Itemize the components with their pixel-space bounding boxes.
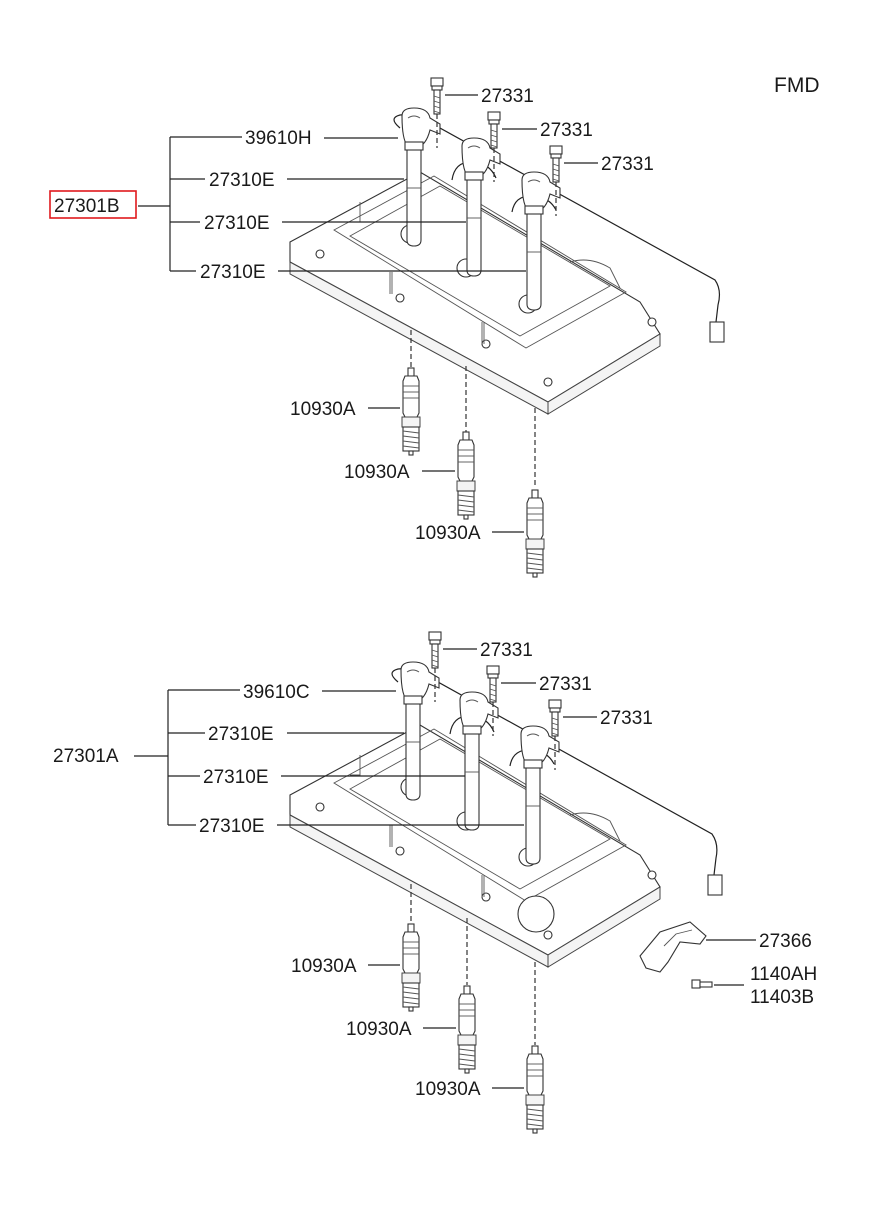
- lower-oil-cap: [517, 895, 555, 933]
- upper-plug-label-2[interactable]: 10930A: [344, 462, 410, 483]
- lower-bolt-label-3[interactable]: 27331: [600, 708, 653, 729]
- lower-coil-label-3[interactable]: 27310E: [199, 816, 265, 837]
- diagram-code: FMD: [774, 74, 820, 97]
- lower-spark-plug-1: [401, 923, 421, 1012]
- lower-harness-label[interactable]: 39610C: [243, 682, 310, 703]
- lower-bolt-2: [486, 665, 500, 703]
- lower-screw: [691, 979, 713, 989]
- lower-assembly: 27301A 39610C 27310E 27310E 27310E 27331…: [53, 631, 817, 1134]
- lower-coil-label-2[interactable]: 27310E: [203, 767, 269, 788]
- lower-bolt-3: [548, 699, 562, 737]
- lower-spark-plug-2: [457, 985, 477, 1074]
- lower-screw-label-1[interactable]: 1140AH: [750, 964, 817, 985]
- lower-bolt-label-1[interactable]: 27331: [480, 640, 533, 661]
- upper-bolt-3: [549, 145, 563, 183]
- lower-bracket: [639, 921, 707, 973]
- upper-harness-label[interactable]: 39610H: [245, 128, 312, 149]
- upper-spark-plug-1: [401, 367, 421, 456]
- upper-bolt-label-2[interactable]: 27331: [540, 120, 593, 141]
- upper-bolt-label-1[interactable]: 27331: [481, 86, 534, 107]
- upper-plug-label-3[interactable]: 10930A: [415, 523, 481, 544]
- upper-harness-connector: [709, 321, 725, 343]
- upper-bolt-2: [487, 111, 501, 149]
- upper-coil-label-1[interactable]: 27310E: [209, 170, 275, 191]
- upper-assembly-label[interactable]: 27301B: [54, 196, 120, 217]
- upper-spark-plug-2: [456, 431, 476, 520]
- upper-spark-plug-3: [525, 489, 545, 578]
- lower-bolt-label-2[interactable]: 27331: [539, 674, 592, 695]
- lower-bracket-label[interactable]: 27366: [759, 931, 812, 952]
- lower-harness-connector: [707, 874, 723, 896]
- lower-spark-plug-3: [525, 1045, 545, 1134]
- upper-coil-label-3[interactable]: 27310E: [200, 262, 266, 283]
- lower-bolt-1: [428, 631, 442, 669]
- lower-plug-label-3[interactable]: 10930A: [415, 1079, 481, 1100]
- upper-bolt-label-3[interactable]: 27331: [601, 154, 654, 175]
- upper-plug-label-1[interactable]: 10930A: [290, 399, 356, 420]
- lower-screw-label-2[interactable]: 11403B: [750, 987, 814, 1008]
- lower-plug-label-2[interactable]: 10930A: [346, 1019, 412, 1040]
- upper-assembly: 27301B 39610H 27310E 27310E 27310E 27331…: [49, 77, 725, 578]
- upper-bolt-1: [430, 77, 444, 115]
- lower-plug-label-1[interactable]: 10930A: [291, 956, 357, 977]
- lower-coil-label-1[interactable]: 27310E: [208, 724, 274, 745]
- upper-coil-label-2[interactable]: 27310E: [204, 213, 270, 234]
- lower-assembly-label[interactable]: 27301A: [53, 746, 119, 767]
- assembly-highlight-box: [49, 190, 137, 219]
